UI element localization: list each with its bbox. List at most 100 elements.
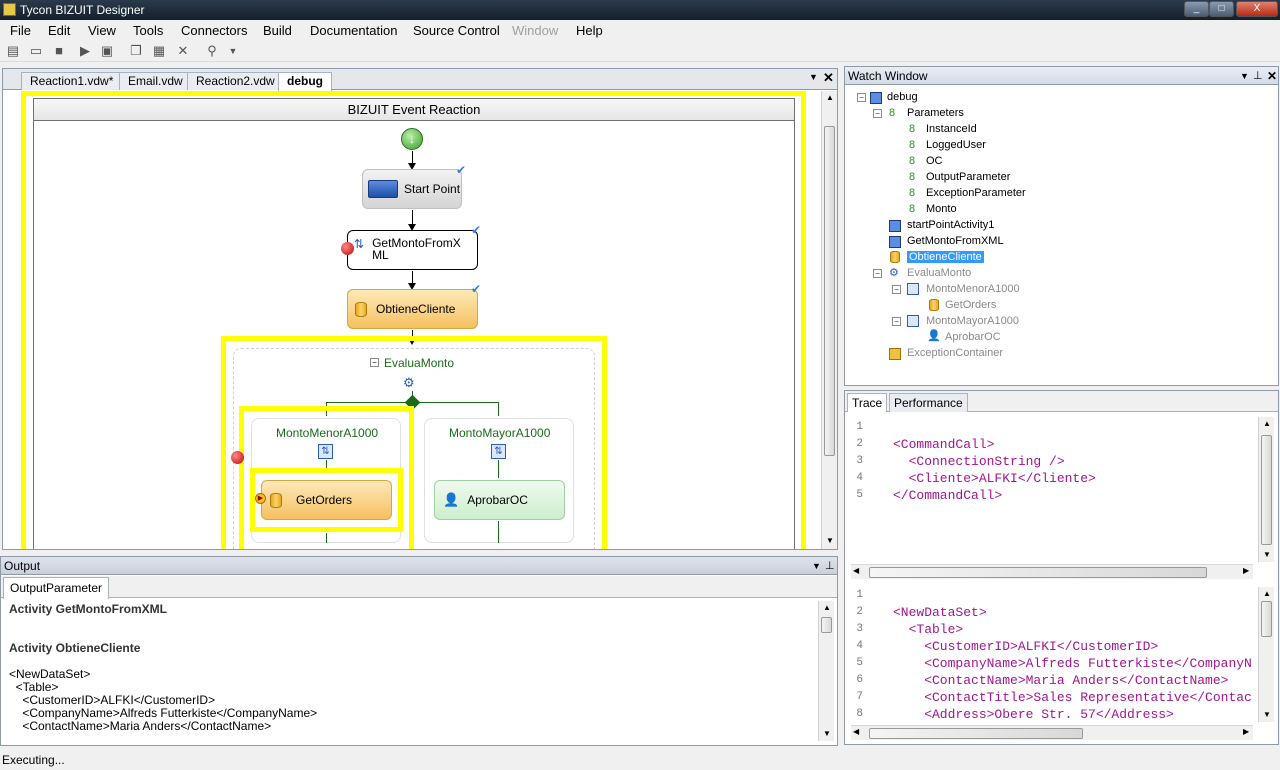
get-orders-label: GetOrders — [296, 493, 353, 507]
workflow-canvas[interactable]: BIZUIT Event Reaction ↓ Start Point ✔ ⇅ … — [3, 91, 837, 549]
pin-icon[interactable]: ⊥ — [1253, 70, 1263, 82]
zoom-icon[interactable]: ⚲ — [207, 43, 217, 58]
watch-window: Watch Window ▼ ⊥ ✕ − debug − 8 Parameter… — [844, 66, 1279, 386]
tab-list-dropdown-icon[interactable]: ▼ — [809, 72, 818, 82]
user-task-icon: 👤 — [927, 330, 941, 342]
getorders-highlight — [250, 468, 403, 532]
collapse-icon[interactable]: − — [892, 317, 901, 326]
tree-node-parameters[interactable]: Parameters — [907, 107, 964, 119]
tree-node-monto[interactable]: Monto — [926, 203, 957, 215]
tree-node-montomayor[interactable]: MontoMayorA1000 — [926, 315, 1019, 327]
tree-node-loggeduser[interactable]: LoggedUser — [926, 139, 986, 151]
tree-node-evaluamonto[interactable]: EvaluaMonto — [907, 267, 972, 279]
trace-panel: Trace Performance 1 2 3 4 5 <CommandCall… — [844, 390, 1279, 745]
designer-scroll-thumb[interactable] — [824, 126, 835, 456]
tree-node-instanceid[interactable]: InstanceId — [926, 123, 977, 135]
breakpoint-icon[interactable] — [231, 451, 244, 464]
maximize-button[interactable]: □ — [1209, 1, 1234, 17]
tab-debug[interactable]: debug — [278, 72, 332, 91]
database-icon — [929, 299, 939, 311]
menu-window[interactable]: Window — [512, 23, 559, 38]
paste-icon[interactable]: ▦ — [152, 43, 166, 58]
delete-icon[interactable]: ✕ — [177, 43, 189, 58]
obtiene-cliente-activity[interactable]: ObtieneCliente — [347, 289, 478, 329]
tab-email[interactable]: Email.vdw — [119, 72, 192, 90]
collapse-icon[interactable]: − — [370, 358, 379, 367]
menu-file[interactable]: File — [10, 23, 31, 38]
close-document-icon[interactable]: ✕ — [823, 70, 834, 85]
tree-node-debug[interactable]: debug — [887, 91, 918, 103]
trace-response-hscroll[interactable]: ◀ ▶ — [851, 725, 1253, 740]
output-line: Activity GetMontoFromXML — [9, 602, 167, 616]
output-line: <CustomerID>ALFKI</CustomerID> — [9, 693, 216, 707]
tree-node-exceptionparameter[interactable]: ExceptionParameter — [926, 187, 1026, 199]
menu-edit[interactable]: Edit — [48, 23, 71, 38]
collapse-icon[interactable]: − — [857, 93, 866, 102]
breakpoint-icon[interactable] — [341, 242, 354, 255]
tree-node-oc[interactable]: OC — [926, 155, 943, 167]
zoom-dropdown-icon[interactable]: ▼ — [228, 46, 238, 56]
menu-view[interactable]: View — [88, 23, 116, 38]
output-scrollbar[interactable]: ▲ ▼ — [818, 601, 834, 741]
monto-mayor-branch — [424, 418, 574, 543]
trace-request-hscroll[interactable]: ◀ ▶ — [851, 564, 1253, 579]
close-button[interactable]: X — [1236, 1, 1278, 17]
run-icon[interactable]: ▶ — [80, 43, 90, 58]
scroll-up-icon[interactable]: ▲ — [826, 93, 834, 102]
scroll-down-icon[interactable]: ▼ — [826, 536, 834, 545]
output-line: <CompanyName>Alfreds Futterkiste</Compan… — [9, 706, 318, 720]
start-circle-icon[interactable]: ↓ — [401, 128, 423, 150]
dropdown-icon[interactable]: ▼ — [1240, 71, 1249, 81]
get-monto-activity[interactable]: ⇅ GetMontoFromXML — [347, 230, 478, 270]
tab-trace[interactable]: Trace — [847, 393, 888, 412]
output-line: <Table> — [9, 680, 59, 694]
pin-icon[interactable]: ⊥ — [825, 560, 835, 572]
menu-help[interactable]: Help — [576, 23, 603, 38]
tree-node-obtienecliente[interactable]: ObtieneCliente — [907, 251, 984, 263]
output-text-area[interactable]: Activity GetMontoFromXML Activity Obtien… — [3, 601, 815, 743]
monto-mayor-label: MontoMayorA1000 — [449, 426, 551, 440]
menu-documentation[interactable]: Documentation — [310, 23, 398, 38]
current-step-icon: ▶ — [255, 493, 266, 504]
designer-scrollbar[interactable]: ▲ ▼ — [821, 91, 837, 549]
menu-connectors[interactable]: Connectors — [181, 23, 248, 38]
tab-outputparameter[interactable]: OutputParameter — [3, 577, 110, 599]
tab-performance[interactable]: Performance — [889, 393, 968, 412]
document-tabs: Reaction1.vdw* Email.vdw Reaction2.vdw d… — [3, 69, 837, 91]
tree-node-aprobaroc[interactable]: AprobarOC — [945, 331, 1001, 343]
tree-node-getmonto[interactable]: GetMontoFromXML — [907, 235, 1004, 247]
workflow-icon — [870, 92, 882, 104]
open-icon[interactable]: ▭ — [29, 43, 43, 58]
tree-node-getorders[interactable]: GetOrders — [945, 299, 997, 311]
get-orders-activity[interactable]: GetOrders — [261, 480, 392, 520]
code-line: <ContactTitle>Sales Representative</Cont… — [893, 690, 1252, 705]
collapse-icon[interactable]: − — [873, 269, 882, 278]
aprobar-oc-activity[interactable]: 👤 AprobarOC — [434, 480, 565, 520]
copy-icon[interactable]: ❐ — [130, 43, 142, 58]
database-icon — [270, 492, 282, 508]
menu-source-control[interactable]: Source Control — [413, 23, 500, 38]
tree-node-exceptioncontainer[interactable]: ExceptionContainer — [907, 347, 1004, 359]
save-icon[interactable]: ■ — [55, 43, 63, 58]
collapse-icon[interactable]: − — [892, 285, 901, 294]
start-point-activity[interactable]: Start Point — [362, 169, 462, 209]
trace-request-scrollbar[interactable]: ▲ ▼ — [1258, 417, 1274, 562]
activity-icon — [889, 220, 901, 232]
trace-response-scrollbar[interactable]: ▲ ▼ — [1258, 587, 1274, 722]
menu-build[interactable]: Build — [263, 23, 292, 38]
debug-run-icon[interactable]: ▣ — [100, 43, 114, 58]
collapse-icon[interactable]: − — [873, 109, 882, 118]
new-icon[interactable]: ▤ — [6, 43, 20, 58]
tree-node-startpoint[interactable]: startPointActivity1 — [907, 219, 995, 231]
title-bar: Tycon BIZUIT Designer _ □ X — [0, 0, 1280, 20]
tab-reaction2[interactable]: Reaction2.vdw — [187, 72, 284, 90]
trace-response-editor[interactable]: 1 2 3 4 5 6 7 8 <NewDataSet> <Table> <Cu… — [856, 589, 1252, 722]
close-icon[interactable]: ✕ — [1267, 69, 1278, 83]
menu-tools[interactable]: Tools — [133, 23, 164, 38]
tree-node-montomenor[interactable]: MontoMenorA1000 — [926, 283, 1020, 295]
tree-node-outputparameter[interactable]: OutputParameter — [926, 171, 1011, 183]
dropdown-icon[interactable]: ▼ — [812, 561, 821, 571]
minimize-button[interactable]: _ — [1184, 1, 1209, 17]
tab-reaction1[interactable]: Reaction1.vdw* — [21, 72, 123, 90]
code-line: <Cliente>ALFKI</Cliente> — [893, 471, 1096, 486]
